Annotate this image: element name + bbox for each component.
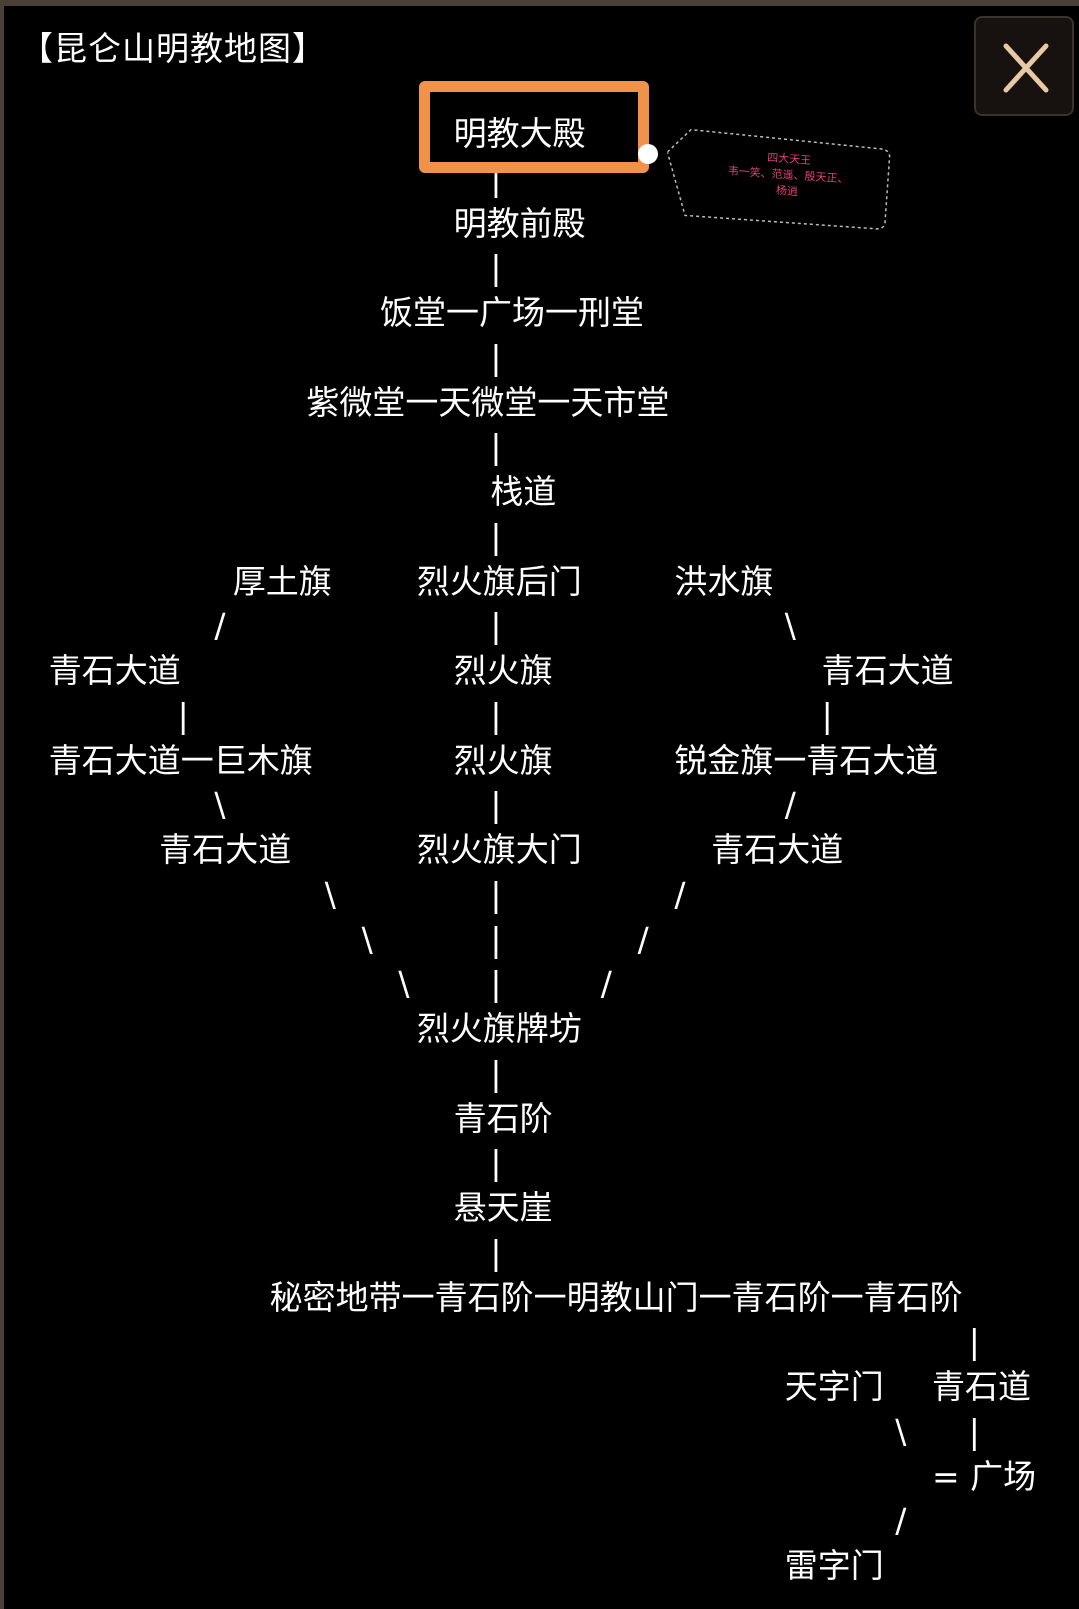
map-connector: / (674, 874, 686, 914)
map-location[interactable]: 烈火旗牌坊 (416, 1009, 582, 1048)
map-row: 青石大道 烈火旗 青石大道 (4, 648, 1079, 694)
map-connector: | (490, 427, 502, 467)
map-row: \ | / (4, 782, 1079, 828)
map-row: | (4, 156, 1079, 202)
close-button[interactable]: X (974, 16, 1074, 116)
map-row: = 广场 (4, 1454, 1079, 1500)
map-location[interactable]: 青石大道 (48, 651, 181, 690)
map-location[interactable]: 烈火旗后门 (416, 561, 582, 601)
map-location[interactable]: 天字门 (784, 1367, 884, 1406)
map-connector: | (968, 1322, 980, 1362)
map-row: | (4, 1140, 1079, 1186)
map-row: | (4, 1230, 1079, 1276)
map-location[interactable]: 青石大道 (821, 651, 954, 690)
map-connector: \ (398, 964, 410, 1004)
map-location[interactable]: 青石阶 (453, 1098, 553, 1138)
map-connector: / (214, 606, 226, 646)
map-row: / | \ (4, 603, 1079, 649)
map-row: | (4, 1051, 1079, 1097)
map-connector: \ (784, 606, 796, 646)
map-row: 天字门 青石道 (4, 1364, 1079, 1410)
map-row: | (4, 424, 1079, 470)
map-location[interactable]: 悬天崖 (453, 1188, 553, 1227)
map-location[interactable]: 烈火旗 (453, 651, 553, 690)
ascii-map: 明教大殿|明教前殿|饭堂一广场一刑堂|紫微堂一天微堂一天市堂|栈道|厚土旗烈火旗… (4, 6, 1079, 1609)
map-row: 青石大道 烈火旗大门 青石大道 (4, 827, 1079, 873)
map-connector: | (490, 964, 502, 1004)
current-location-marker (419, 81, 649, 173)
map-connector: / (784, 785, 796, 825)
map-connector: \ (324, 874, 336, 914)
map-location[interactable]: 明教前殿 (453, 203, 586, 243)
map-connector: \ (214, 785, 226, 825)
map-row: \ | / (4, 917, 1079, 963)
map-location[interactable]: 雷字门 (784, 1546, 884, 1585)
map-row: / (4, 1498, 1079, 1544)
map-connector: / (895, 1501, 907, 1541)
map-location[interactable]: 烈火旗大门 (416, 830, 582, 869)
map-location[interactable]: 青石大道 (159, 830, 292, 869)
map-connector: | (490, 606, 502, 646)
map-row: | (4, 514, 1079, 560)
map-row: 青石阶 (4, 1096, 1079, 1142)
map-row: 明教前殿 (4, 201, 1079, 247)
map-row: 秘密地带一青石阶一明教山门一青石阶一青石阶 (4, 1275, 1079, 1321)
map-location[interactable]: 青石道 (932, 1367, 1031, 1406)
close-icon (1003, 43, 1049, 93)
map-location[interactable]: 青石大道 (711, 830, 844, 869)
map-row: 青石大道一巨木旗 烈火旗 锐金旗一青石大道 (4, 738, 1079, 784)
map-connector: | (490, 1232, 502, 1272)
map-row: 紫微堂一天微堂一天市堂 (4, 380, 1079, 426)
map-connector: | (490, 1143, 502, 1183)
map-connector: \ (361, 919, 373, 959)
map-row: 雷字门 (4, 1543, 1079, 1589)
map-location[interactable]: 厚土旗 (232, 561, 332, 601)
map-row: 厚土旗 烈火旗后门 洪水旗 (4, 559, 1079, 605)
map-connector: | (490, 337, 502, 377)
map-connector: | (490, 248, 502, 288)
map-connector: | (968, 1411, 980, 1451)
map-row: | | | (4, 693, 1079, 739)
map-connector: \ (895, 1411, 907, 1451)
map-row: | (4, 245, 1079, 291)
tooltip-anchor-dot (638, 144, 658, 164)
tooltip-bubble-shape (666, 128, 891, 230)
map-connector: | (821, 695, 833, 735)
npc-tooltip: 四大天王 韦一笑、范遥、殷天正、 杨逍 (663, 122, 897, 238)
map-row: \ | / (4, 872, 1079, 918)
map-connector: | (490, 516, 502, 556)
map-location[interactable]: 紫微堂一天微堂一天市堂 (306, 382, 670, 422)
map-connector: | (490, 874, 502, 914)
map-row: 明教大殿 (4, 111, 1079, 157)
map-location[interactable]: 烈火旗 (453, 740, 553, 780)
map-location[interactable]: 洪水旗 (674, 561, 774, 601)
map-row: 饭堂一广场一刑堂 (4, 290, 1079, 336)
map-connector: | (490, 785, 502, 825)
map-location[interactable]: 栈道 (490, 472, 557, 511)
map-location[interactable]: 明教大殿 (453, 114, 586, 153)
map-location[interactable]: 青石大道一巨木旗 (48, 740, 313, 780)
map-connector: | (490, 158, 502, 198)
map-connector: | (490, 1053, 502, 1093)
map-row: 悬天崖 (4, 1185, 1079, 1231)
map-row: | (4, 1319, 1079, 1365)
map-row: 栈道 (4, 469, 1079, 515)
map-row: | (4, 335, 1079, 381)
map-connector: | (490, 695, 502, 735)
map-connector: / (600, 964, 612, 1004)
map-title: 【昆仑山明教地图】 (20, 29, 326, 68)
map-row: \| (4, 1409, 1079, 1455)
map-row: 烈火旗牌坊 (4, 1006, 1079, 1052)
map-location[interactable]: 锐金旗一青石大道 (674, 740, 939, 780)
map-connector: / (637, 919, 649, 959)
map-row: \ | / (4, 961, 1079, 1007)
map-location[interactable]: 饭堂一广场一刑堂 (380, 293, 644, 332)
map-location[interactable]: 秘密地带一青石阶一明教山门一青石阶一青石阶 (269, 1277, 963, 1317)
map-connector: | (490, 919, 502, 959)
map-connector: = 广场 (932, 1456, 1037, 1496)
map-connector: | (177, 695, 189, 735)
